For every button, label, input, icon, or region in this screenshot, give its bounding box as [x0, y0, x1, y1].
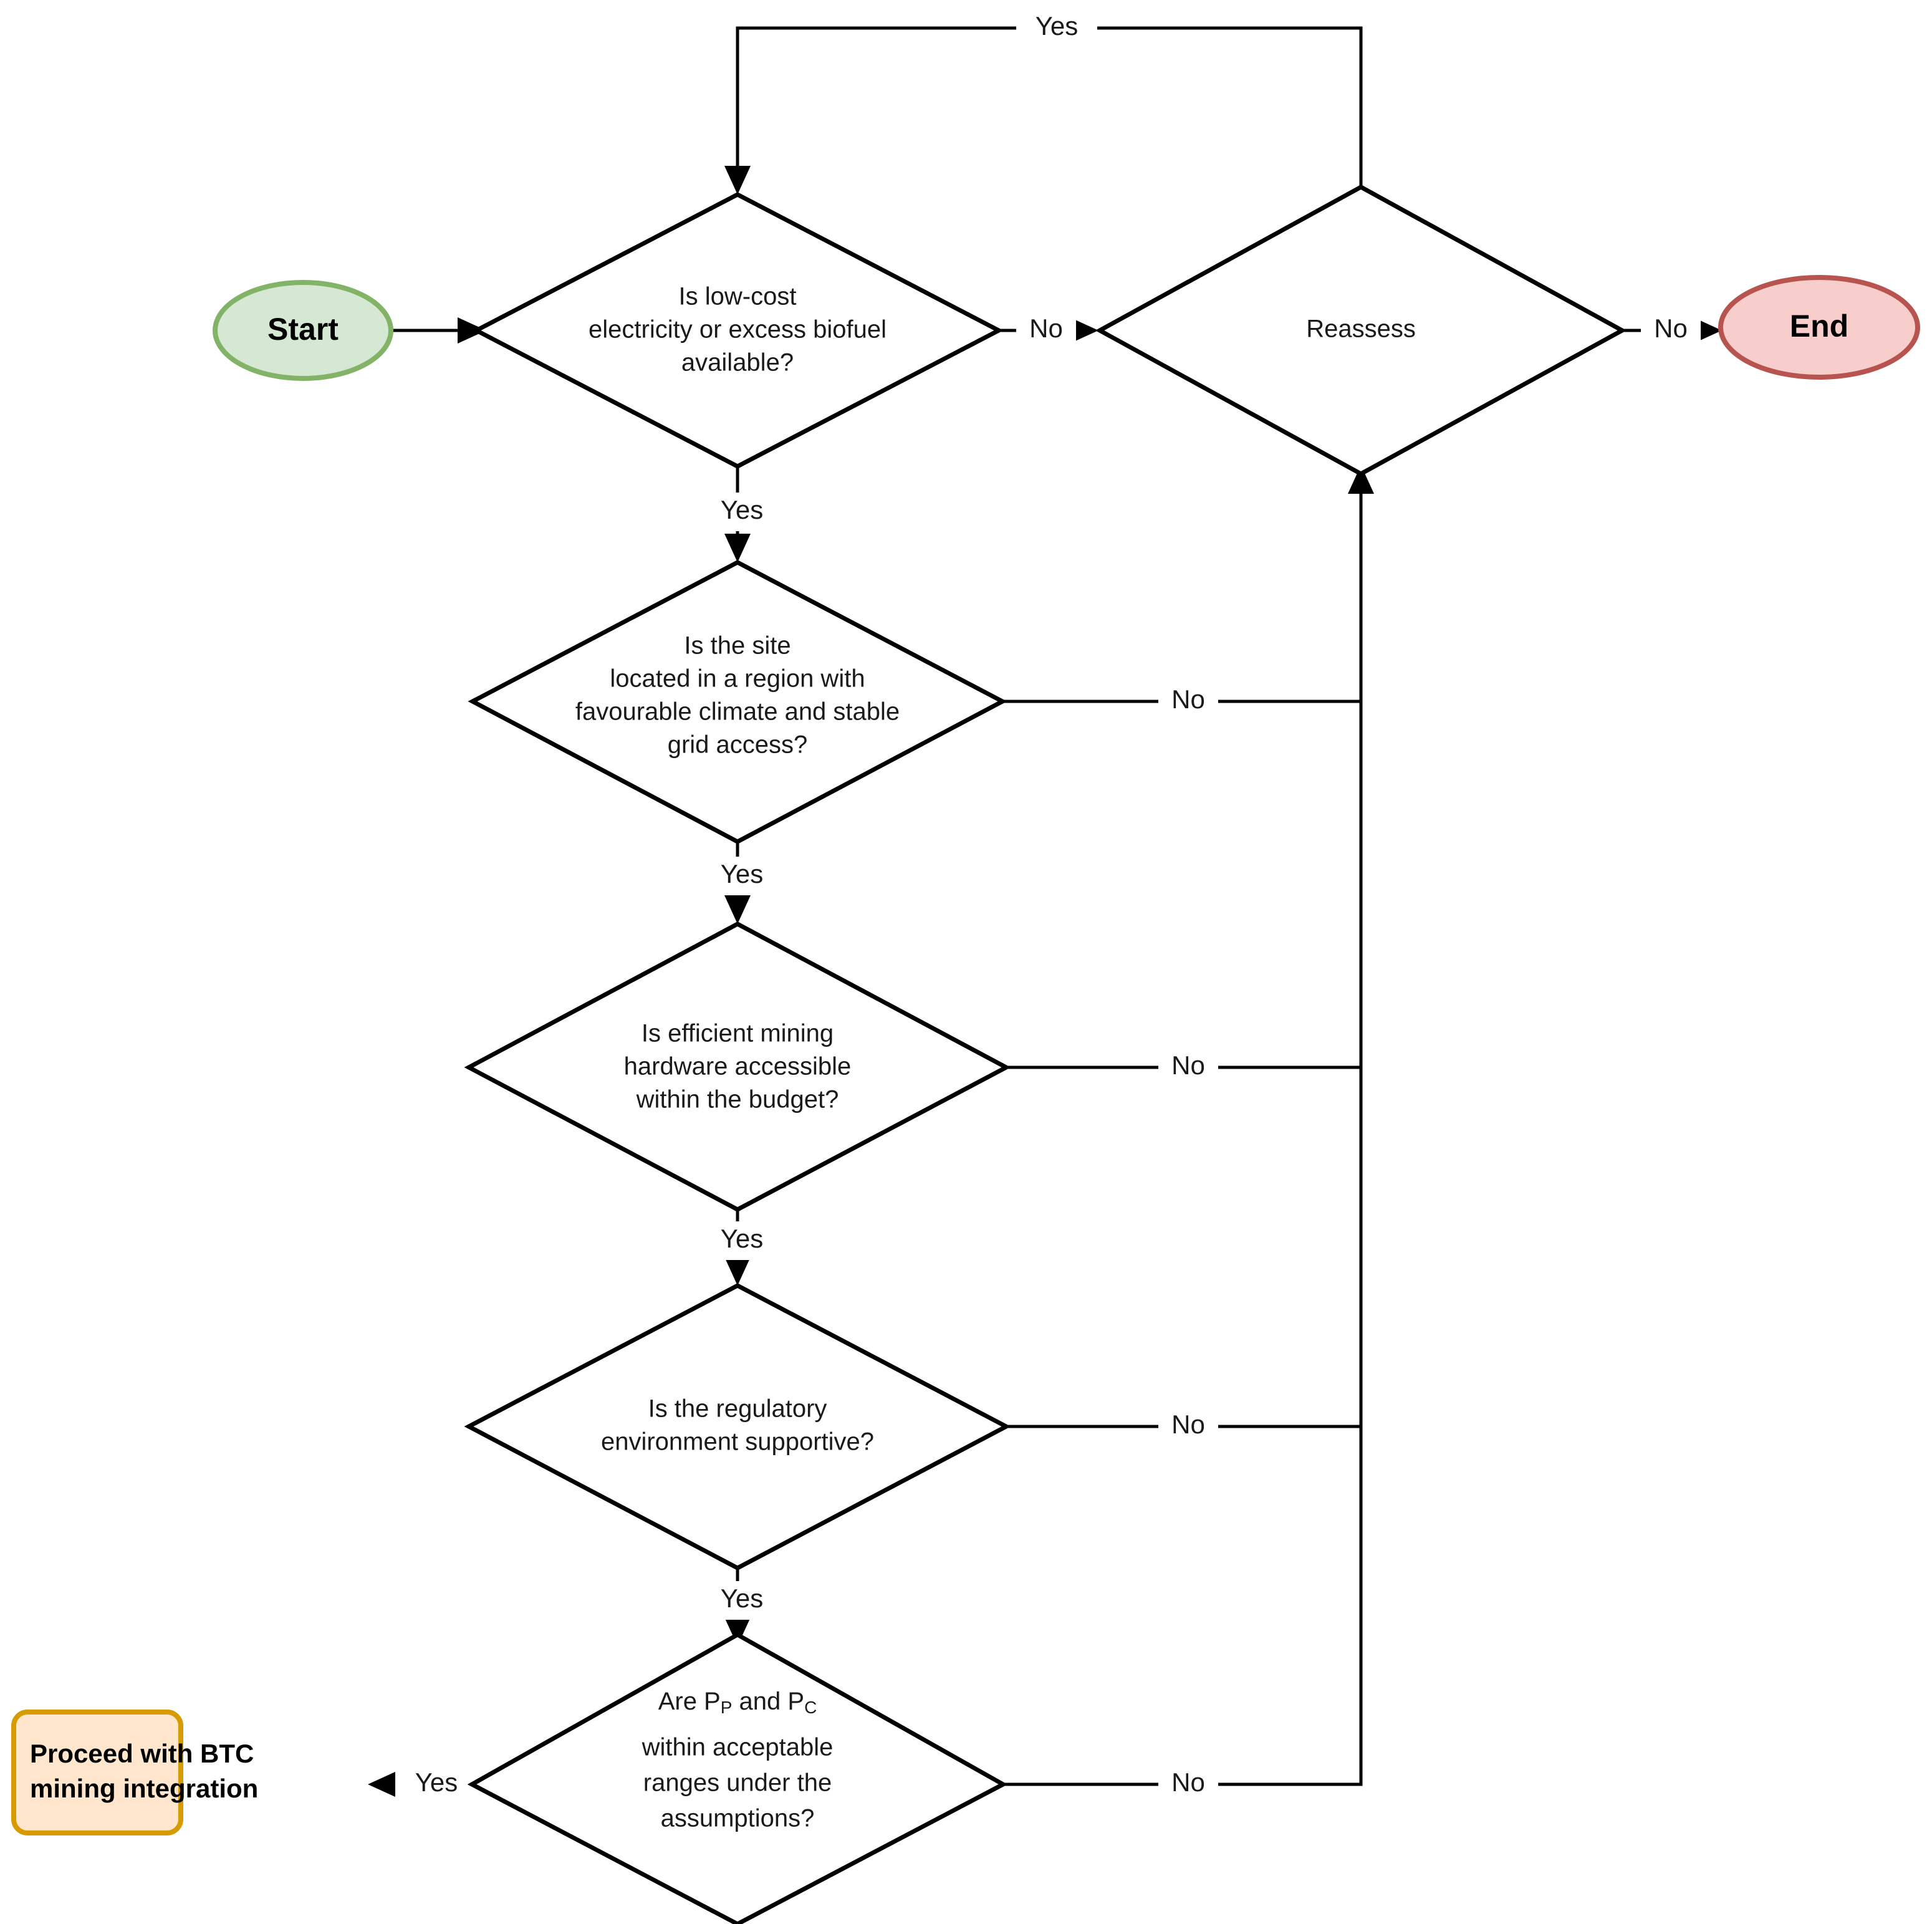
- reassess-label: Reassess: [1306, 315, 1416, 343]
- label-backdrop: [1158, 1407, 1218, 1445]
- label-backdrop: [1641, 310, 1701, 349]
- start-label: Start: [267, 312, 339, 347]
- edge-d4-to-d5: Yes: [704, 1568, 786, 1646]
- arrowhead-loop-yes: [724, 166, 751, 195]
- decision-4-line-2: environment supportive?: [601, 1428, 874, 1456]
- arrowhead-d1-yes: [724, 534, 751, 562]
- edge-d2-to-reassess: No: [1004, 681, 1361, 720]
- edge-d2-to-d3: Yes: [704, 842, 786, 924]
- edge-line-d5-no: [1005, 485, 1363, 1786]
- reassess-diamond[interactable]: [1095, 185, 1627, 476]
- label-backdrop: [1158, 1047, 1218, 1086]
- arrowhead-d5-no-to-reassess: [1348, 465, 1374, 494]
- decision-3-line-2: hardware accessible: [624, 1053, 852, 1080]
- edge-d5-to-proceed: Yes: [368, 1764, 476, 1803]
- proceed-line-2: mining integration: [30, 1774, 258, 1803]
- edge-label-d4-no: No: [1171, 1410, 1205, 1439]
- decision-2-diamond[interactable]: [468, 560, 1007, 844]
- arrowhead-d5-yes: [368, 1771, 396, 1797]
- edge-d1-to-reassess: No: [1001, 310, 1098, 349]
- decision-4-line-1: Is the regulatory: [648, 1395, 827, 1423]
- edge-d4-to-reassess: No: [1008, 1407, 1361, 1445]
- label-backdrop: [704, 1221, 786, 1260]
- decision-5-line-2: within acceptable: [642, 1734, 834, 1761]
- edge-reassess-to-d1: Yes: [724, 7, 1363, 195]
- decision-5-mid: and P: [732, 1688, 804, 1715]
- edge-reassess-to-end: No: [1624, 310, 1722, 349]
- edge-label-d4-yes: Yes: [721, 1584, 764, 1613]
- edge-label-d5-no: No: [1171, 1768, 1205, 1797]
- edge-label-d2-no: No: [1171, 685, 1205, 714]
- node-start[interactable]: Start: [213, 280, 393, 381]
- label-backdrop: [704, 1581, 786, 1620]
- start-ellipse[interactable]: [213, 280, 393, 381]
- end-label: End: [1790, 309, 1848, 344]
- edge-label-d3-yes: Yes: [721, 1224, 764, 1253]
- edge-label-d2-yes: Yes: [721, 859, 764, 888]
- decision-2-line-3: favourable climate and stable: [575, 698, 900, 726]
- decision-2-line-2: located in a region with: [610, 665, 865, 693]
- label-backdrop: [1016, 310, 1076, 349]
- edge-label-d1-yes: Yes: [721, 495, 764, 524]
- edge-d3-to-d4: Yes: [704, 1210, 786, 1286]
- label-backdrop: [395, 1764, 476, 1803]
- node-end[interactable]: End: [1718, 275, 1920, 380]
- decision-1-diamond[interactable]: [471, 192, 1004, 469]
- arrowhead-d3-yes: [724, 1257, 751, 1286]
- decision-5-diamond[interactable]: [467, 1632, 1008, 1924]
- label-backdrop: [1016, 7, 1097, 46]
- decision-5-sub-p: P: [721, 1698, 733, 1717]
- proceed-box[interactable]: [11, 1710, 183, 1835]
- label-backdrop: [704, 857, 786, 895]
- edge-label-loop-yes: Yes: [1036, 11, 1079, 41]
- node-proceed-btc-mining[interactable]: Proceed with BTC mining integration: [11, 1710, 258, 1835]
- proceed-line-1: Proceed with BTC: [30, 1739, 254, 1768]
- decision-3-line-3: within the budget?: [636, 1086, 839, 1114]
- node-decision-site-region[interactable]: Is the site located in a region with fav…: [468, 560, 1007, 844]
- label-backdrop: [1158, 681, 1218, 720]
- arrowhead-d2-yes: [724, 895, 751, 924]
- node-decision-profitability[interactable]: Are PP and PC within acceptable ranges u…: [467, 1632, 1008, 1924]
- edge-line-loop-yes: [736, 26, 1363, 187]
- decision-1-line-1: Is low-cost: [679, 283, 797, 310]
- end-ellipse[interactable]: [1718, 275, 1920, 380]
- edge-label-d3-no: No: [1171, 1051, 1205, 1080]
- edge-d1-to-d2: Yes: [704, 466, 786, 562]
- node-decision-regulatory[interactable]: Is the regulatory environment supportive…: [464, 1283, 1011, 1570]
- decision-5-prefix: Are P: [658, 1688, 721, 1715]
- label-backdrop: [1158, 1764, 1218, 1803]
- decision-1-line-2: electricity or excess biofuel: [589, 316, 887, 344]
- decision-5-line-4: assumptions?: [661, 1805, 815, 1832]
- decision-5-line-3: ranges under the: [643, 1769, 832, 1797]
- arrowhead-d1-no: [1070, 317, 1098, 344]
- decision-2-line-4: grid access?: [668, 731, 808, 759]
- edge-label-d5-yes: Yes: [415, 1768, 458, 1797]
- decision-1-line-3: available?: [681, 349, 794, 377]
- edge-d5-to-reassess: No: [1005, 465, 1374, 1803]
- edge-label-reassess-no: No: [1654, 314, 1688, 343]
- edge-d3-to-reassess: No: [1008, 1047, 1361, 1086]
- node-decision-reassess[interactable]: Reassess: [1095, 185, 1627, 476]
- arrowhead-d4-yes: [724, 1617, 751, 1646]
- node-decision-mining-hardware[interactable]: Is efficient mining hardware accessible …: [464, 921, 1011, 1212]
- decision-3-line-1: Is efficient mining: [642, 1020, 834, 1047]
- decision-2-line-1: Is the site: [684, 632, 791, 660]
- node-decision-low-cost-energy[interactable]: Is low-cost electricity or excess biofue…: [471, 192, 1004, 469]
- label-backdrop: [704, 493, 786, 531]
- decision-5-line-1: Are PP and PC: [658, 1688, 817, 1718]
- decision-3-diamond[interactable]: [464, 921, 1011, 1212]
- decision-4-diamond[interactable]: [464, 1283, 1011, 1570]
- edge-label-d1-no: No: [1029, 314, 1063, 343]
- decision-5-sub-c: C: [804, 1698, 817, 1717]
